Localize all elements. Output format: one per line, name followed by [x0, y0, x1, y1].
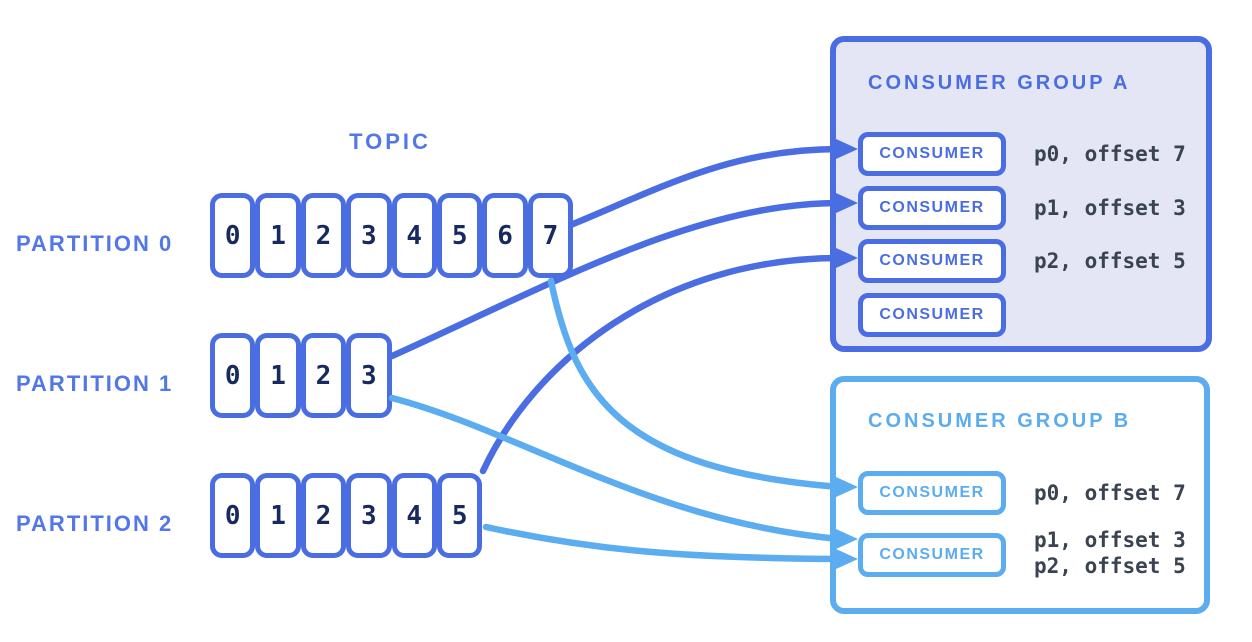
group-a-assignment-0: p0, offset 7 [1034, 142, 1186, 166]
offset-cell: 5 [436, 473, 483, 558]
offset-cell: 4 [391, 193, 437, 278]
consumer-group-a-title: CONSUMER GROUP A [868, 72, 1131, 94]
group-b-assignment-1-line-0: p1, offset 3 [1034, 528, 1186, 552]
offset-cell: 3 [346, 193, 392, 278]
offset-cell: 7 [527, 193, 574, 278]
offset-cell: 2 [300, 473, 347, 558]
offset-cell: 1 [255, 333, 301, 418]
edge-partition-0-to-group-a-consumer-0 [569, 145, 844, 228]
offset-cell: 1 [255, 193, 301, 278]
group-a-consumer-3: CONSUMER [858, 293, 1006, 337]
offset-cell: 4 [391, 473, 437, 558]
partition-1-cells: 0 1 2 3 [210, 333, 392, 418]
offset-cell: 1 [255, 473, 301, 558]
edge-partition-0-to-group-b-consumer-0 [547, 277, 844, 491]
offset-cell: 3 [346, 473, 392, 558]
consumer-group-b-title: CONSUMER GROUP B [868, 410, 1132, 432]
group-a-consumer-0: CONSUMER [858, 132, 1006, 176]
consumer-group-b: CONSUMER GROUP B CONSUMER CONSUMER p0, o… [830, 376, 1210, 614]
group-b-consumer-1: CONSUMER [858, 533, 1006, 577]
topic-label: TOPIC [349, 129, 431, 154]
offset-cell: 0 [210, 473, 256, 558]
offset-cell: 3 [346, 333, 392, 418]
group-a-assignment-2: p2, offset 5 [1034, 249, 1186, 273]
offset-cell: 0 [210, 333, 256, 418]
group-b-assignment-0: p0, offset 7 [1034, 481, 1186, 505]
group-b-assignment-1: p1, offset 3 p2, offset 5 [1034, 527, 1186, 579]
partition-0-label: PARTITION 0 [16, 231, 174, 256]
group-a-consumer-1: CONSUMER [858, 186, 1006, 230]
partition-1-label: PARTITION 1 [16, 371, 174, 396]
edge-partition-2-to-group-b-consumer-1 [482, 523, 844, 563]
consumer-group-a: CONSUMER GROUP A CONSUMER CONSUMER CONSU… [830, 36, 1212, 352]
offset-cell: 6 [482, 193, 528, 278]
offset-cell: 2 [300, 193, 347, 278]
offset-cell: 2 [300, 333, 347, 418]
offset-cell: 0 [210, 193, 256, 278]
group-b-assignment-1-line-1: p2, offset 5 [1034, 554, 1186, 578]
group-a-consumer-2: CONSUMER [858, 239, 1006, 283]
partition-0-cells: 0 1 2 3 4 5 6 7 [210, 193, 574, 278]
offset-cell: 5 [436, 193, 483, 278]
partition-2-label: PARTITION 2 [16, 511, 174, 536]
partition-2-cells: 0 1 2 3 4 5 [210, 473, 483, 558]
edge-partition-2-to-group-a-consumer-2 [479, 254, 844, 475]
group-b-consumer-0: CONSUMER [858, 471, 1006, 515]
group-a-assignment-1: p1, offset 3 [1034, 196, 1186, 220]
